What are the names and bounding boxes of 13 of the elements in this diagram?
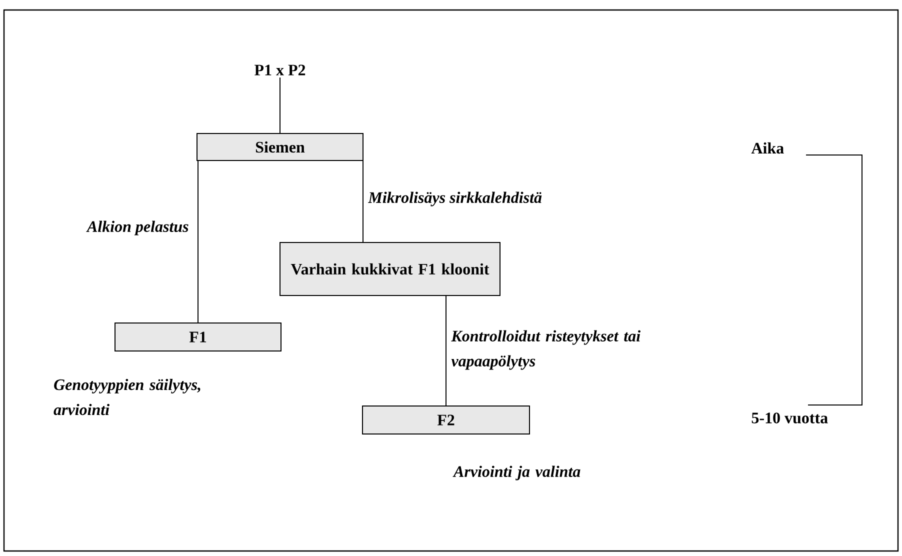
edge-label: Kontrolloidut risteytykset tai vapaapölytys — [451, 330, 640, 370]
generation-box: F2 — [362, 406, 530, 434]
note-text: Genotyyppien säilytys, arviointi — [54, 378, 200, 416]
generation-box: Siemen — [196, 133, 364, 161]
connector-line — [362, 160, 364, 242]
time-label: 5-10 vuotta — [752, 412, 828, 424]
edge-label: Mikrolisäys sirkkalehdistä — [368, 192, 542, 206]
parent-label: P1 x P2 — [254, 64, 306, 76]
note-text: Arviointi ja valinta — [452, 466, 580, 480]
edge-label: Alkion pelastus — [86, 220, 188, 236]
time-label: Aika — [751, 142, 784, 154]
generation-box: F1 — [114, 322, 282, 352]
generation-box: Varhain kukkivat F1 kloonit — [280, 242, 500, 296]
